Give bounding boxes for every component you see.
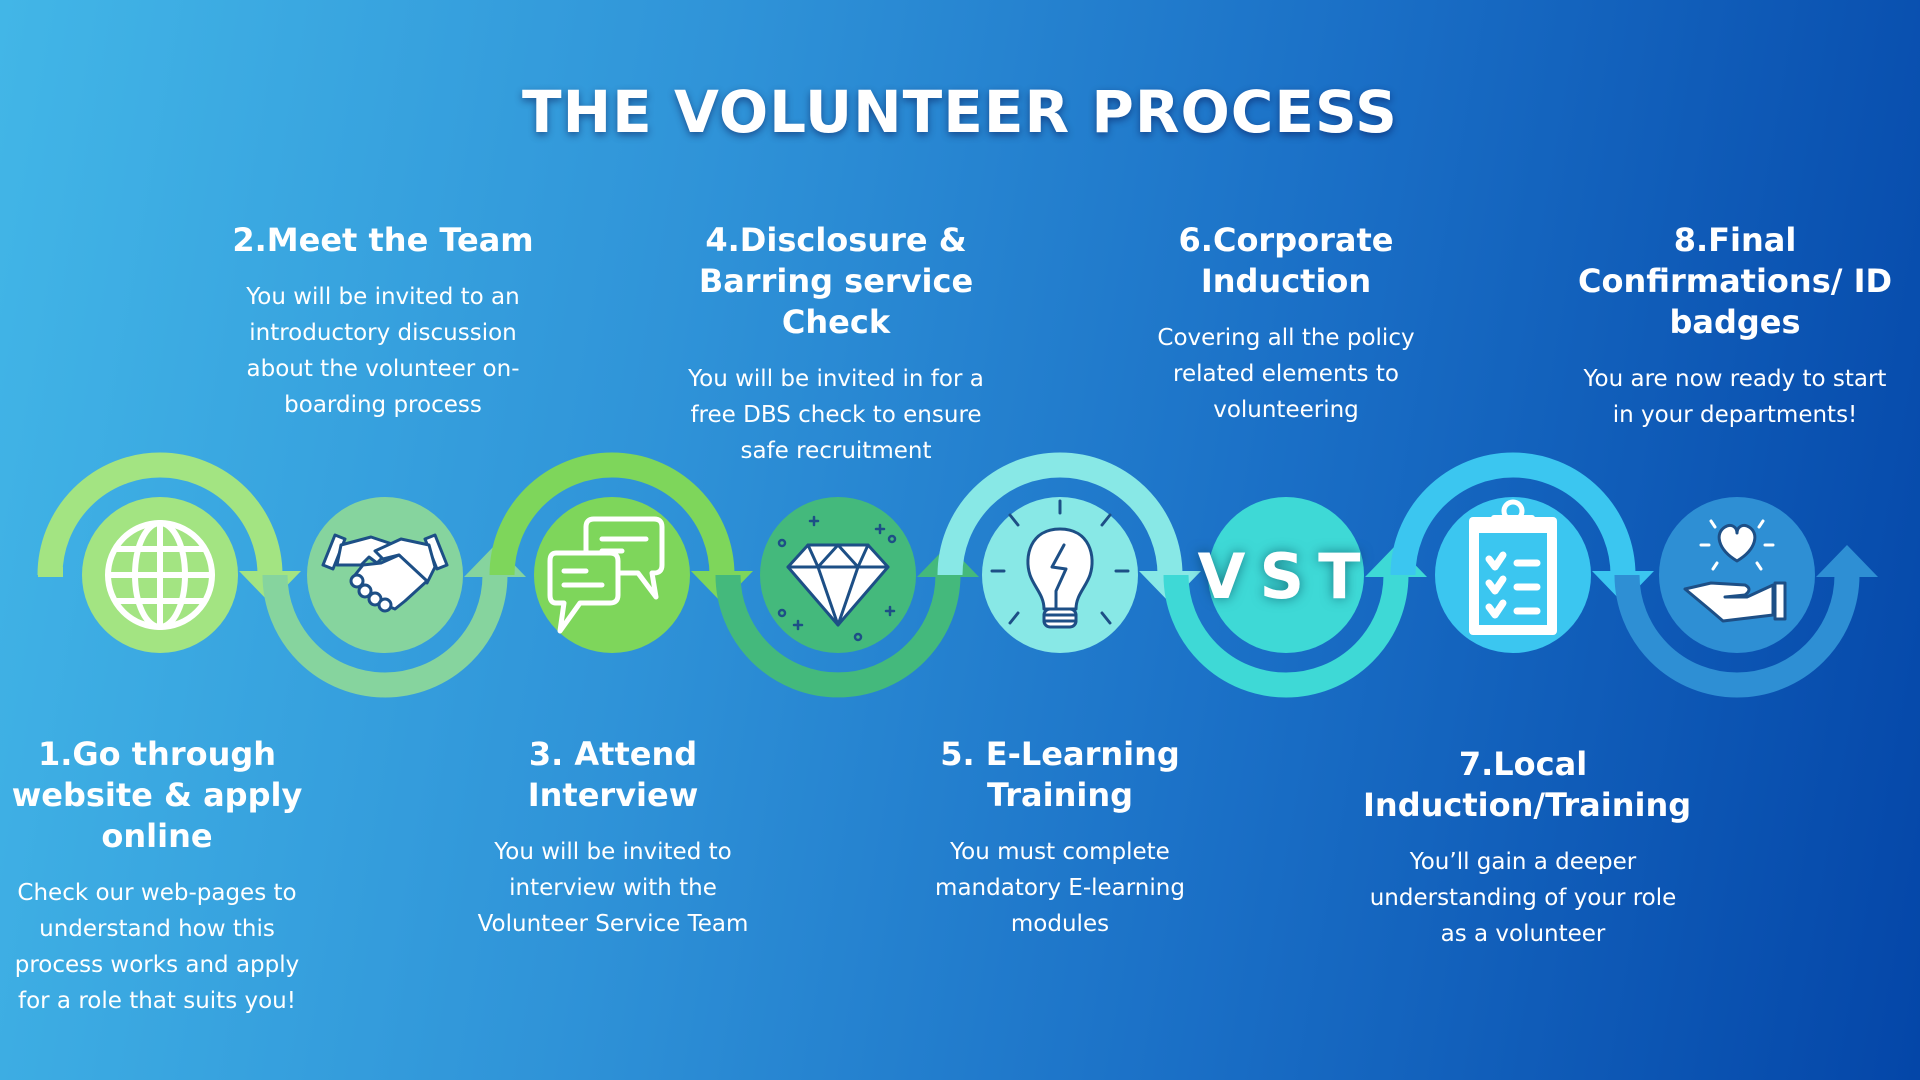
step-description: You must complete mandatory E-learning m… bbox=[935, 839, 1185, 937]
flow-arc bbox=[937, 452, 1183, 576]
flow-arc bbox=[262, 574, 508, 698]
arrow-up-icon bbox=[1816, 545, 1878, 577]
globe-icon bbox=[105, 520, 215, 630]
vst-logo: VST bbox=[1198, 540, 1375, 613]
step-circle bbox=[1659, 497, 1815, 653]
flow-arc bbox=[489, 452, 735, 576]
step-heading: 2.Meet the Team bbox=[232, 221, 534, 259]
diamond-icon bbox=[777, 515, 897, 642]
step-heading: 3. Attend Interview bbox=[527, 735, 699, 814]
step-description: You will be invited in for a free DBS ch… bbox=[688, 366, 984, 464]
page-title: THE VOLUNTEER PROCESS bbox=[522, 78, 1398, 146]
chat-bubbles-icon bbox=[547, 516, 665, 634]
step-heading: 4.Disclosure & Barring service Check bbox=[698, 221, 974, 341]
flow-arc bbox=[715, 574, 961, 698]
flow-arc bbox=[1614, 574, 1860, 698]
flow-arc bbox=[1390, 452, 1636, 576]
clipboard-checklist-icon bbox=[1469, 499, 1557, 635]
lightbulb-icon bbox=[990, 499, 1130, 629]
step-heading: 6.Corporate Induction bbox=[1178, 221, 1394, 300]
step-heading: 5. E-Learning Training bbox=[940, 735, 1180, 814]
flow-arc bbox=[1163, 574, 1409, 698]
step-circle bbox=[1208, 497, 1364, 653]
step-description: Check our web-pages to understand how th… bbox=[14, 880, 300, 1014]
step-description: You will be invited to an introductory d… bbox=[246, 284, 520, 418]
step-heading: 8.Final Confirmations/ ID badges bbox=[1577, 221, 1893, 341]
step-description: You’ll gain a deeper understanding of yo… bbox=[1369, 849, 1677, 947]
handshake-icon bbox=[321, 533, 449, 613]
step-description: You are now ready to start in your depar… bbox=[1583, 366, 1887, 428]
step-description: You will be invited to interview with th… bbox=[477, 839, 749, 937]
step-heading: 7.Local Induction/Training bbox=[1363, 745, 1692, 824]
step-heading: 1.Go through website & apply online bbox=[11, 735, 303, 855]
arc-start bbox=[38, 567, 63, 577]
step-description: Covering all the policy related elements… bbox=[1157, 325, 1415, 423]
heart-in-hand-icon bbox=[1683, 519, 1787, 623]
flow-arc bbox=[37, 452, 283, 576]
